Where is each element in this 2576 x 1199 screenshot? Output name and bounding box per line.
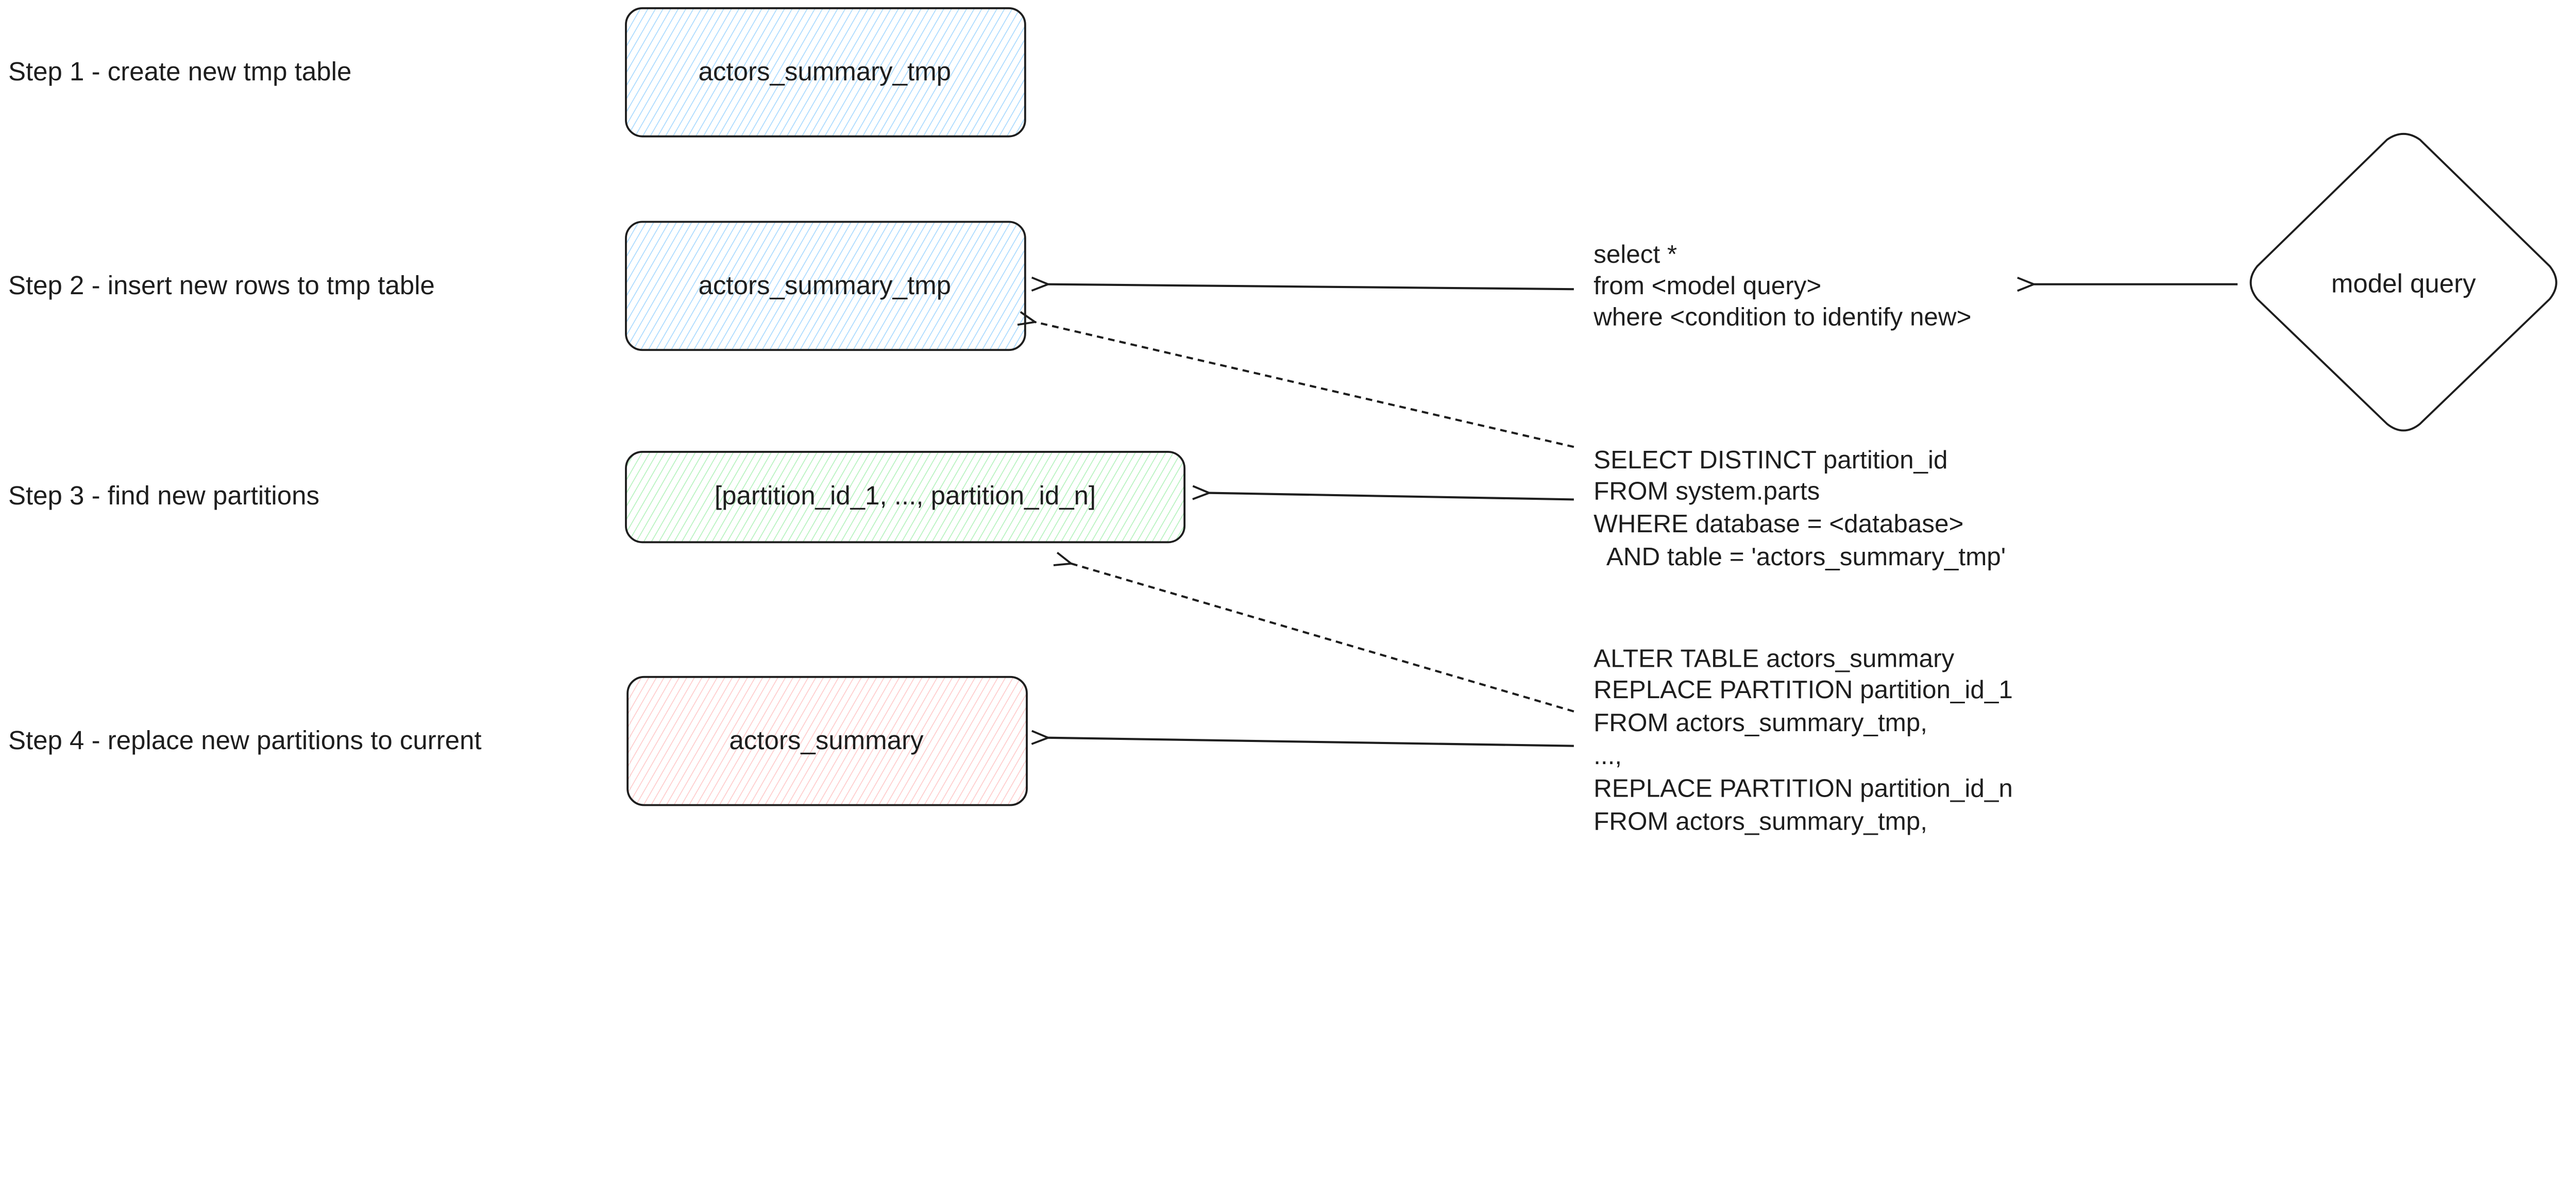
replace-query-text: ALTER TABLE actors_summary REPLACE PARTI… (1594, 645, 2013, 836)
sql-line: SELECT DISTINCT partition_id (1594, 446, 1947, 474)
box-label: actors_summary_tmp (699, 271, 951, 300)
tmp-table-box-step2: actors_summary_tmp (625, 221, 1026, 351)
arrow-replace-to-current (1048, 738, 1574, 747)
step-3-label: Step 3 - find new partitions (8, 481, 319, 510)
current-table-box: actors_summary (626, 676, 1028, 806)
partitions-box: [partition_id_1, ..., partition_id_n] (625, 450, 1186, 544)
arrow-dashed-replace-to-list (1071, 564, 1574, 713)
step-4-label: Step 4 - replace new partitions to curre… (8, 725, 482, 755)
sql-line: ALTER TABLE actors_summary (1594, 645, 1954, 673)
diagram-canvas: Step 1 - create new tmp table Step 2 - i… (8, 7, 2557, 836)
arrow-dashed-partitions-to-tmp (1035, 322, 1574, 448)
box-label: actors_summary (729, 725, 924, 755)
box-label: [partition_id_1, ..., partition_id_n] (715, 481, 1096, 510)
sql-line: where <condition to identify new> (1593, 302, 1971, 331)
partitions-query-text: SELECT DISTINCT partition_id FROM system… (1594, 446, 2006, 571)
sql-line: REPLACE PARTITION partition_id_n (1594, 774, 2013, 803)
sql-line: ..., (1594, 741, 1622, 770)
sql-line: WHERE database = <database> (1594, 510, 1963, 538)
sql-line: FROM actors_summary_tmp, (1594, 807, 1927, 835)
arrow-partitions-query-to-list (1209, 493, 1574, 501)
step-2-label: Step 2 - insert new rows to tmp table (8, 271, 435, 300)
model-query-label: model query (2331, 269, 2476, 298)
sql-line: select * (1594, 240, 1677, 268)
box-label: actors_summary_tmp (699, 57, 951, 86)
sql-line: AND table = 'actors_summary_tmp' (1594, 543, 2006, 571)
sql-line: REPLACE PARTITION partition_id_1 (1594, 676, 2013, 704)
model-query-diamond: model query (2249, 133, 2557, 432)
sql-line: FROM actors_summary_tmp, (1594, 708, 1927, 737)
insert-query-text: select * from <model query> where <condi… (1593, 240, 1971, 331)
step-1-label: Step 1 - create new tmp table (8, 57, 351, 86)
sql-line: FROM system.parts (1594, 477, 1820, 505)
tmp-table-box-step1: actors_summary_tmp (625, 7, 1026, 138)
sql-line: from <model query> (1594, 272, 1821, 300)
arrow-insert-to-tmp (1048, 284, 1574, 290)
